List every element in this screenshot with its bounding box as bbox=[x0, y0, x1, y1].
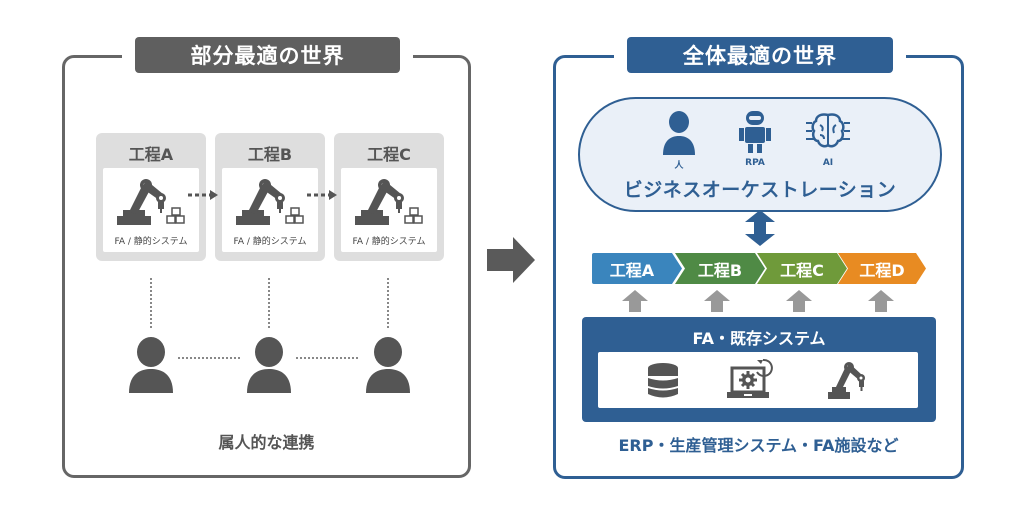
process-label-a: 工程A bbox=[609, 260, 655, 280]
up-arrow-icon bbox=[622, 290, 648, 312]
person-icon bbox=[247, 337, 291, 393]
process-card-c: 工程C FA / 静的システム bbox=[334, 133, 444, 261]
dashed-arrow-icon bbox=[307, 190, 337, 200]
right-arrow-icon bbox=[487, 237, 535, 283]
dotted-connector bbox=[268, 278, 270, 328]
process-system-label: FA / 静的システム bbox=[233, 237, 307, 247]
actor-label-ai: AI bbox=[822, 158, 834, 168]
database-icon bbox=[648, 363, 678, 398]
dotted-connector bbox=[296, 357, 358, 359]
up-arrow-icon bbox=[786, 290, 812, 312]
person-icon bbox=[366, 337, 410, 393]
laptop-gear-icon bbox=[727, 358, 773, 398]
process-card-a: 工程A FA / 静的システム bbox=[96, 133, 206, 261]
process-chevron-d bbox=[838, 253, 926, 284]
bidirectional-arrow-icon bbox=[745, 210, 775, 246]
process-label-c: 工程C bbox=[780, 260, 824, 280]
process-chevron-a bbox=[592, 253, 682, 284]
business-orchestration-title: ビジネスオーケストレーション bbox=[623, 179, 897, 201]
brain-icon bbox=[806, 113, 850, 148]
existing-systems-caption: ERP・生産管理システム・FA施設など bbox=[618, 436, 899, 455]
up-arrow-icon bbox=[868, 290, 894, 312]
process-label: 工程B bbox=[247, 145, 293, 164]
robot-arm-icon bbox=[355, 179, 423, 225]
robot-arm-icon bbox=[117, 179, 185, 225]
process-system-label: FA / 静的システム bbox=[114, 237, 188, 247]
person-icon bbox=[129, 337, 173, 393]
dotted-connector bbox=[150, 278, 152, 328]
actor-label-rpa: RPA bbox=[745, 158, 765, 168]
person-icon bbox=[663, 111, 695, 155]
partial-caption: 属人的な連携 bbox=[218, 433, 315, 452]
partial-optimization-panel bbox=[62, 55, 471, 478]
process-label-b: 工程B bbox=[697, 260, 743, 280]
process-label-d: 工程D bbox=[859, 260, 905, 280]
process-chevron-c bbox=[757, 253, 847, 284]
partial-optimization-title: 部分最適の世界 bbox=[135, 37, 400, 73]
process-label: 工程C bbox=[367, 145, 411, 164]
total-optimization-title: 全体最適の世界 bbox=[627, 37, 893, 73]
robot-arm-icon bbox=[828, 362, 865, 399]
dotted-connector bbox=[178, 357, 240, 359]
up-arrow-icon bbox=[704, 290, 730, 312]
process-chevron-b bbox=[675, 253, 765, 284]
process-system-label: FA / 静的システム bbox=[352, 237, 426, 247]
actor-label-human: 人 bbox=[674, 161, 684, 171]
robot-icon bbox=[739, 111, 771, 153]
dotted-connector bbox=[387, 278, 389, 328]
process-label: 工程A bbox=[128, 145, 174, 164]
process-card-b: 工程B FA / 静的システム bbox=[215, 133, 325, 261]
dashed-arrow-icon bbox=[188, 190, 218, 200]
robot-arm-icon bbox=[236, 179, 304, 225]
existing-systems-title: FA・既存システム bbox=[692, 329, 826, 348]
